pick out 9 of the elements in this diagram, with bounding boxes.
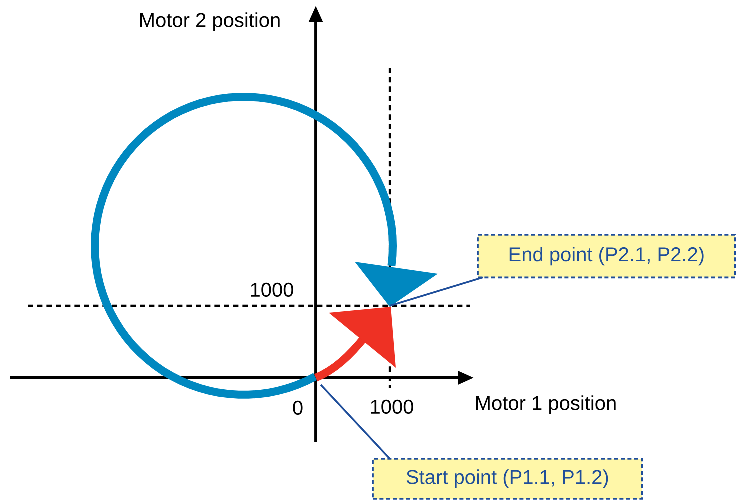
axis-label: Motor 2 position [140, 12, 280, 32]
tick-label: 1000 [371, 400, 414, 414]
callout-box: End point (P2.1, P2.2) [477, 234, 736, 279]
tick-label: 1000 [251, 282, 294, 298]
leader-line [390, 276, 484, 307]
leader-line [320, 384, 391, 460]
axis-label: Motor 1 position [476, 396, 616, 414]
callout-box: Start point (P1.1, P1.2) [372, 458, 644, 500]
tick-label: 0 [293, 400, 303, 416]
